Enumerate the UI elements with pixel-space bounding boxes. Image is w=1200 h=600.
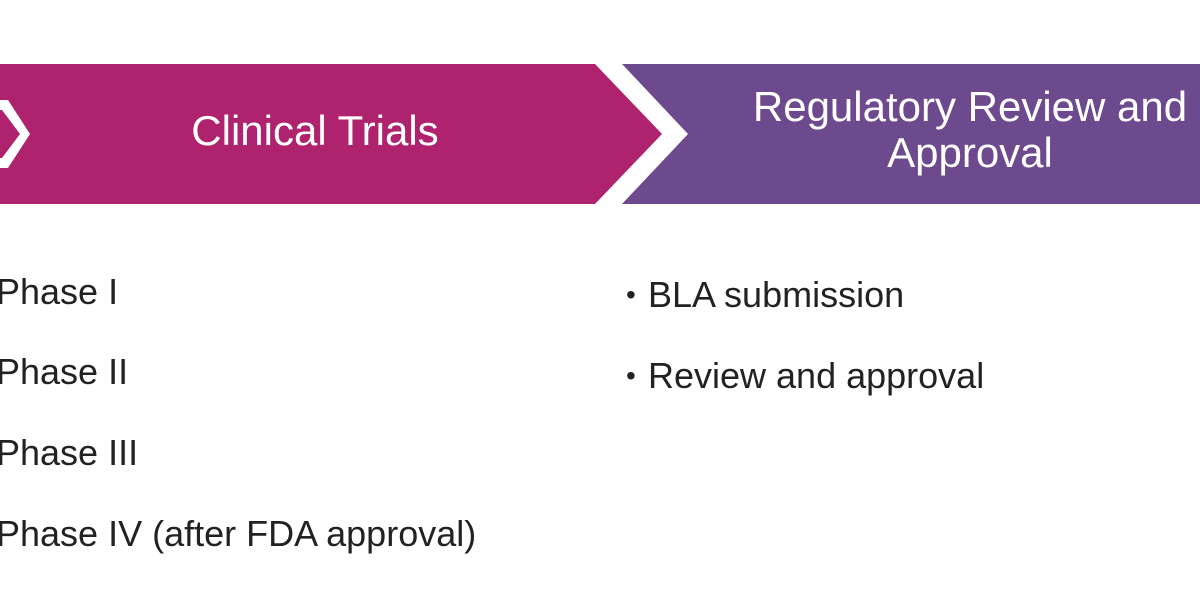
clinical-phase-item: Phase III <box>0 432 139 473</box>
regulatory-bullet-item: • Review and approval <box>626 356 984 396</box>
clinical-phase-item: Phase I <box>0 271 119 312</box>
regulatory-title-line-2: Approval <box>887 129 1053 176</box>
regulatory-review-title: Regulatory Review and Approval <box>690 84 1200 176</box>
clinical-phase-item: Phase IV (after FDA approval) <box>0 513 477 554</box>
regulatory-bullet-item: • BLA submission <box>626 275 904 315</box>
regulatory-title-line-1: Regulatory Review and <box>752 83 1188 130</box>
clinical-trials-title: Clinical Trials <box>191 107 439 154</box>
bullet-icon: • <box>626 279 636 310</box>
regulatory-review-chevron <box>622 64 1200 204</box>
clinical-trials-chevron <box>0 64 662 204</box>
regulatory-item-text: BLA submission <box>648 274 905 315</box>
bullet-icon: • <box>626 360 636 391</box>
clinical-phase-item: Phase II <box>0 351 129 392</box>
previous-stage-arrow-tip <box>0 110 20 158</box>
regulatory-item-text: Review and approval <box>648 355 985 396</box>
